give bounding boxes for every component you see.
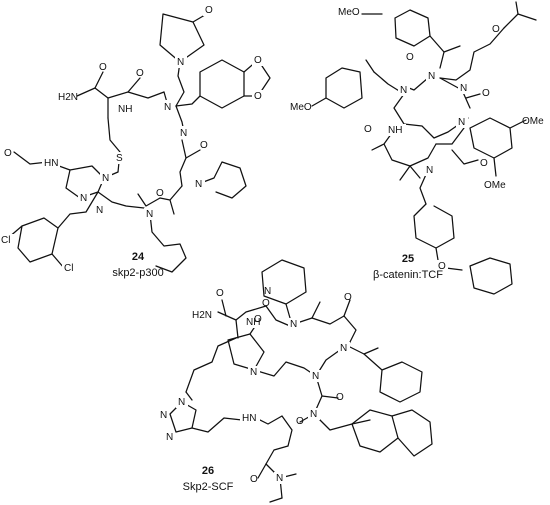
atom-label: N [460, 83, 467, 94]
atom-label: O [250, 474, 258, 485]
atom-label: Cl [1, 235, 10, 246]
atom-label: OMe [522, 116, 544, 127]
compound-number-25: 25 [402, 253, 414, 265]
atom-label: N [180, 128, 187, 139]
atom-label: Cl [64, 263, 73, 274]
atom-label: O [156, 188, 164, 199]
atom-label: N [276, 473, 283, 484]
compound-caption-25: β-catenin:TCF [373, 269, 443, 281]
atom-label: N [426, 165, 433, 176]
atom-label: O [254, 91, 262, 102]
atom-label: O [216, 288, 224, 299]
atom-label: O [492, 24, 500, 35]
atom-label: N [458, 117, 465, 128]
atom-label: N [80, 193, 87, 204]
atom-label: N [310, 409, 317, 420]
atom-label: O [136, 68, 144, 79]
atom-label: N [96, 205, 103, 216]
atom-label: MeO [338, 7, 360, 18]
atom-label: NH [118, 104, 132, 115]
atom-label: O [438, 261, 446, 272]
atom-label: H2N [58, 92, 78, 103]
atom-label: O [262, 298, 270, 309]
compound-26-structure: O N H2N NH O N O N O N N N N O N HN O N [160, 259, 433, 503]
compound-caption-24: skp2-p300 [112, 267, 163, 279]
atom-label: O [254, 55, 262, 66]
atom-label: O [336, 392, 344, 403]
compound-number-24: 24 [132, 251, 145, 263]
compound-caption-26: Skp2-SCF [183, 481, 234, 493]
atom-label: N [178, 397, 185, 408]
atom-label: N [102, 173, 109, 184]
compound-25-structure: MeO O N O N MeO N O O NH N O N OMe OMe O… [290, 1, 544, 295]
atom-label: N [195, 179, 202, 190]
atom-label: H2N [192, 310, 212, 321]
atom-label: N [340, 343, 347, 354]
atom-label: HN [242, 413, 256, 424]
atom-label: N [250, 367, 257, 378]
atom-label: N [166, 432, 173, 443]
atom-label: NH [388, 125, 402, 136]
atom-label: O [254, 314, 262, 325]
atom-label: N [428, 71, 435, 82]
atom-label: N [160, 410, 167, 421]
atom-label: N [290, 319, 297, 330]
compound-24-structure: O N H2N O NH O N O O S N N HN O N [0, 4, 271, 279]
atom-label: OMe [484, 180, 506, 191]
atom-label: O [296, 416, 304, 427]
atom-label: N [146, 209, 153, 220]
atom-label: NH [246, 317, 260, 328]
atom-label: N [177, 57, 184, 68]
atom-label: N [164, 102, 171, 113]
compound-number-26: 26 [202, 465, 214, 477]
atom-label: O [205, 5, 213, 16]
atom-label: O [4, 148, 12, 159]
atom-label: HN [44, 158, 58, 169]
atom-label: S [116, 153, 123, 164]
atom-label: O [200, 140, 208, 151]
atom-label: O [364, 124, 372, 135]
atom-label: N [400, 85, 407, 96]
atom-label: MeO [290, 102, 312, 113]
atom-label: O [482, 88, 490, 99]
atom-label: O [99, 62, 107, 73]
atom-label: O [344, 292, 352, 303]
atom-label: N [312, 371, 319, 382]
atom-label: N [264, 286, 271, 297]
atom-label: O [480, 158, 488, 169]
atom-label: O [406, 52, 414, 63]
